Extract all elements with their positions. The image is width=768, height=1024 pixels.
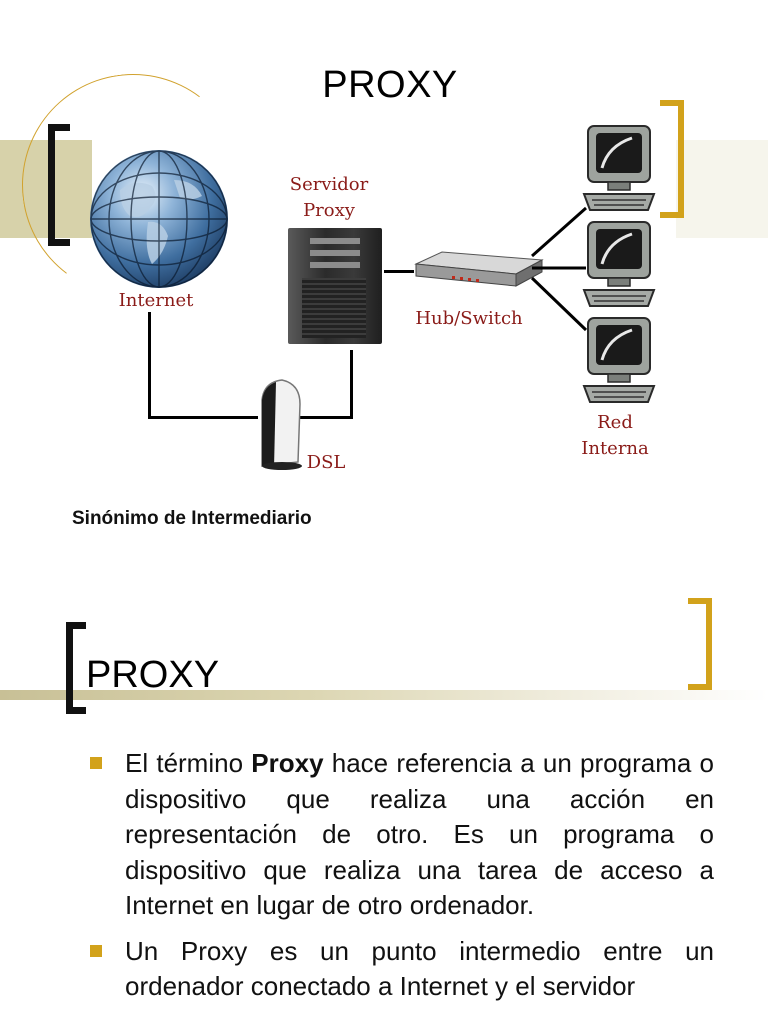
internet-cable-horizontal — [148, 416, 258, 419]
server-cable-vertical — [350, 350, 353, 418]
left-bracket — [48, 124, 70, 246]
right-bracket — [688, 598, 712, 690]
network-label-line1: Red — [597, 412, 633, 433]
modem-icon — [261, 379, 302, 470]
dsl-label: DSL — [306, 452, 346, 473]
title-underline — [0, 690, 768, 700]
slide-subtitle: Sinónimo de Intermediario — [72, 508, 312, 529]
bullet-bold-term: Proxy — [251, 748, 324, 778]
server-bay — [310, 262, 360, 268]
network-label-line2: Interna — [581, 438, 649, 459]
slide-title: PROXY — [322, 64, 458, 106]
left-bracket — [66, 622, 86, 714]
internet-cable-vertical — [148, 312, 151, 418]
switch-to-pcs-cables — [530, 206, 588, 332]
switch-icon — [414, 251, 544, 287]
bullet-text: El término — [125, 748, 252, 778]
server-bay — [310, 238, 360, 244]
server-icon — [288, 228, 382, 344]
server-vent — [302, 278, 366, 338]
computer-icon — [582, 317, 656, 403]
decorative-band-right — [676, 140, 768, 238]
decorative-band-left — [0, 140, 92, 238]
bullet-list: El término Proxy hace referencia a un pr… — [88, 746, 714, 1015]
network-label: Red Interna — [560, 410, 670, 462]
server-label-line2: Proxy — [303, 200, 355, 221]
bullet-square-icon — [90, 944, 102, 957]
list-item: Un Proxy es un punto intermedio entre un… — [88, 934, 714, 1005]
switch-label: Hub/Switch — [415, 308, 523, 329]
internet-label: Internet — [118, 290, 194, 311]
bullet-square-icon — [90, 757, 102, 769]
computer-icon — [582, 221, 656, 307]
bullet-text: Un Proxy es un punto intermedio entre un… — [125, 935, 714, 1002]
server-cable-horizontal — [300, 416, 353, 419]
server-bay — [310, 250, 360, 256]
right-bracket — [660, 100, 684, 218]
bullet-text: hace referencia a un programa o disposit… — [125, 748, 714, 920]
server-label: Servidor Proxy — [268, 172, 390, 224]
slide-title: PROXY — [86, 654, 220, 696]
computer-icon — [582, 125, 656, 211]
server-label-line1: Servidor — [289, 174, 369, 195]
list-item: El término Proxy hace referencia a un pr… — [88, 746, 714, 924]
server-switch-cable — [384, 270, 414, 273]
globe-icon — [90, 150, 228, 288]
